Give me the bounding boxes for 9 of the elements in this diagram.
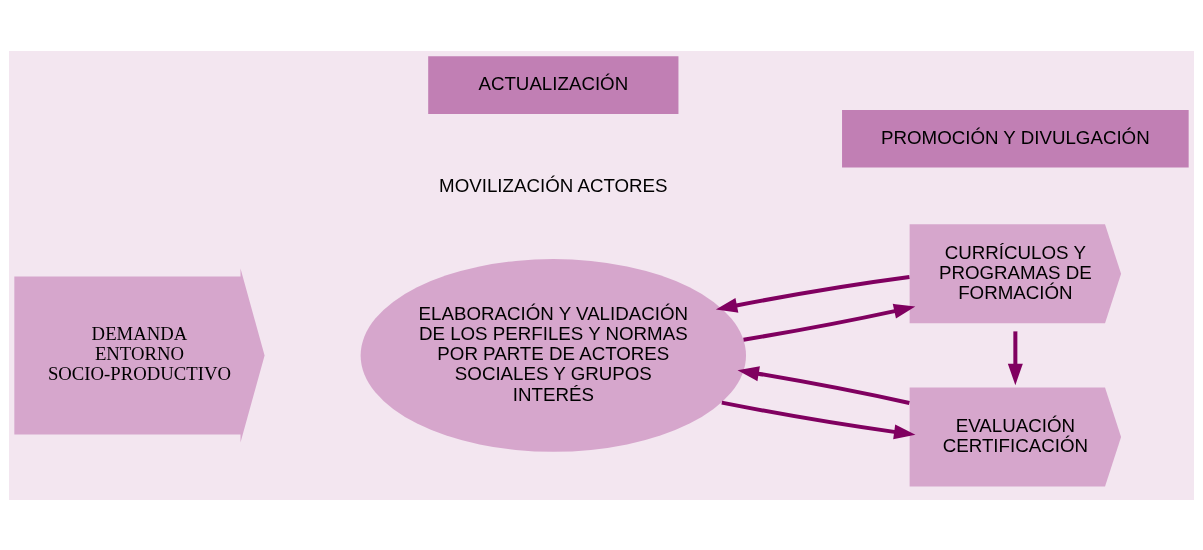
arrow (715, 274, 910, 313)
node-ellipse: ELABORACIÓN Y VALIDACIÓN DE LOS PERFILES Y NORMAS POR PARTE DE ACTORES SOCIALES Y GRUPOS INTERÉS (360, 258, 746, 452)
node-label: MOVILIZACIÓN ACTORES (439, 174, 668, 196)
arrow (1007, 330, 1023, 385)
node-box: PROMOCIÓN Y DIVULGACIÓN (842, 109, 1189, 167)
node-box: ACTUALIZACIÓN (428, 55, 679, 114)
arrow (743, 303, 916, 342)
arrow (721, 400, 916, 439)
arrow (737, 365, 910, 405)
